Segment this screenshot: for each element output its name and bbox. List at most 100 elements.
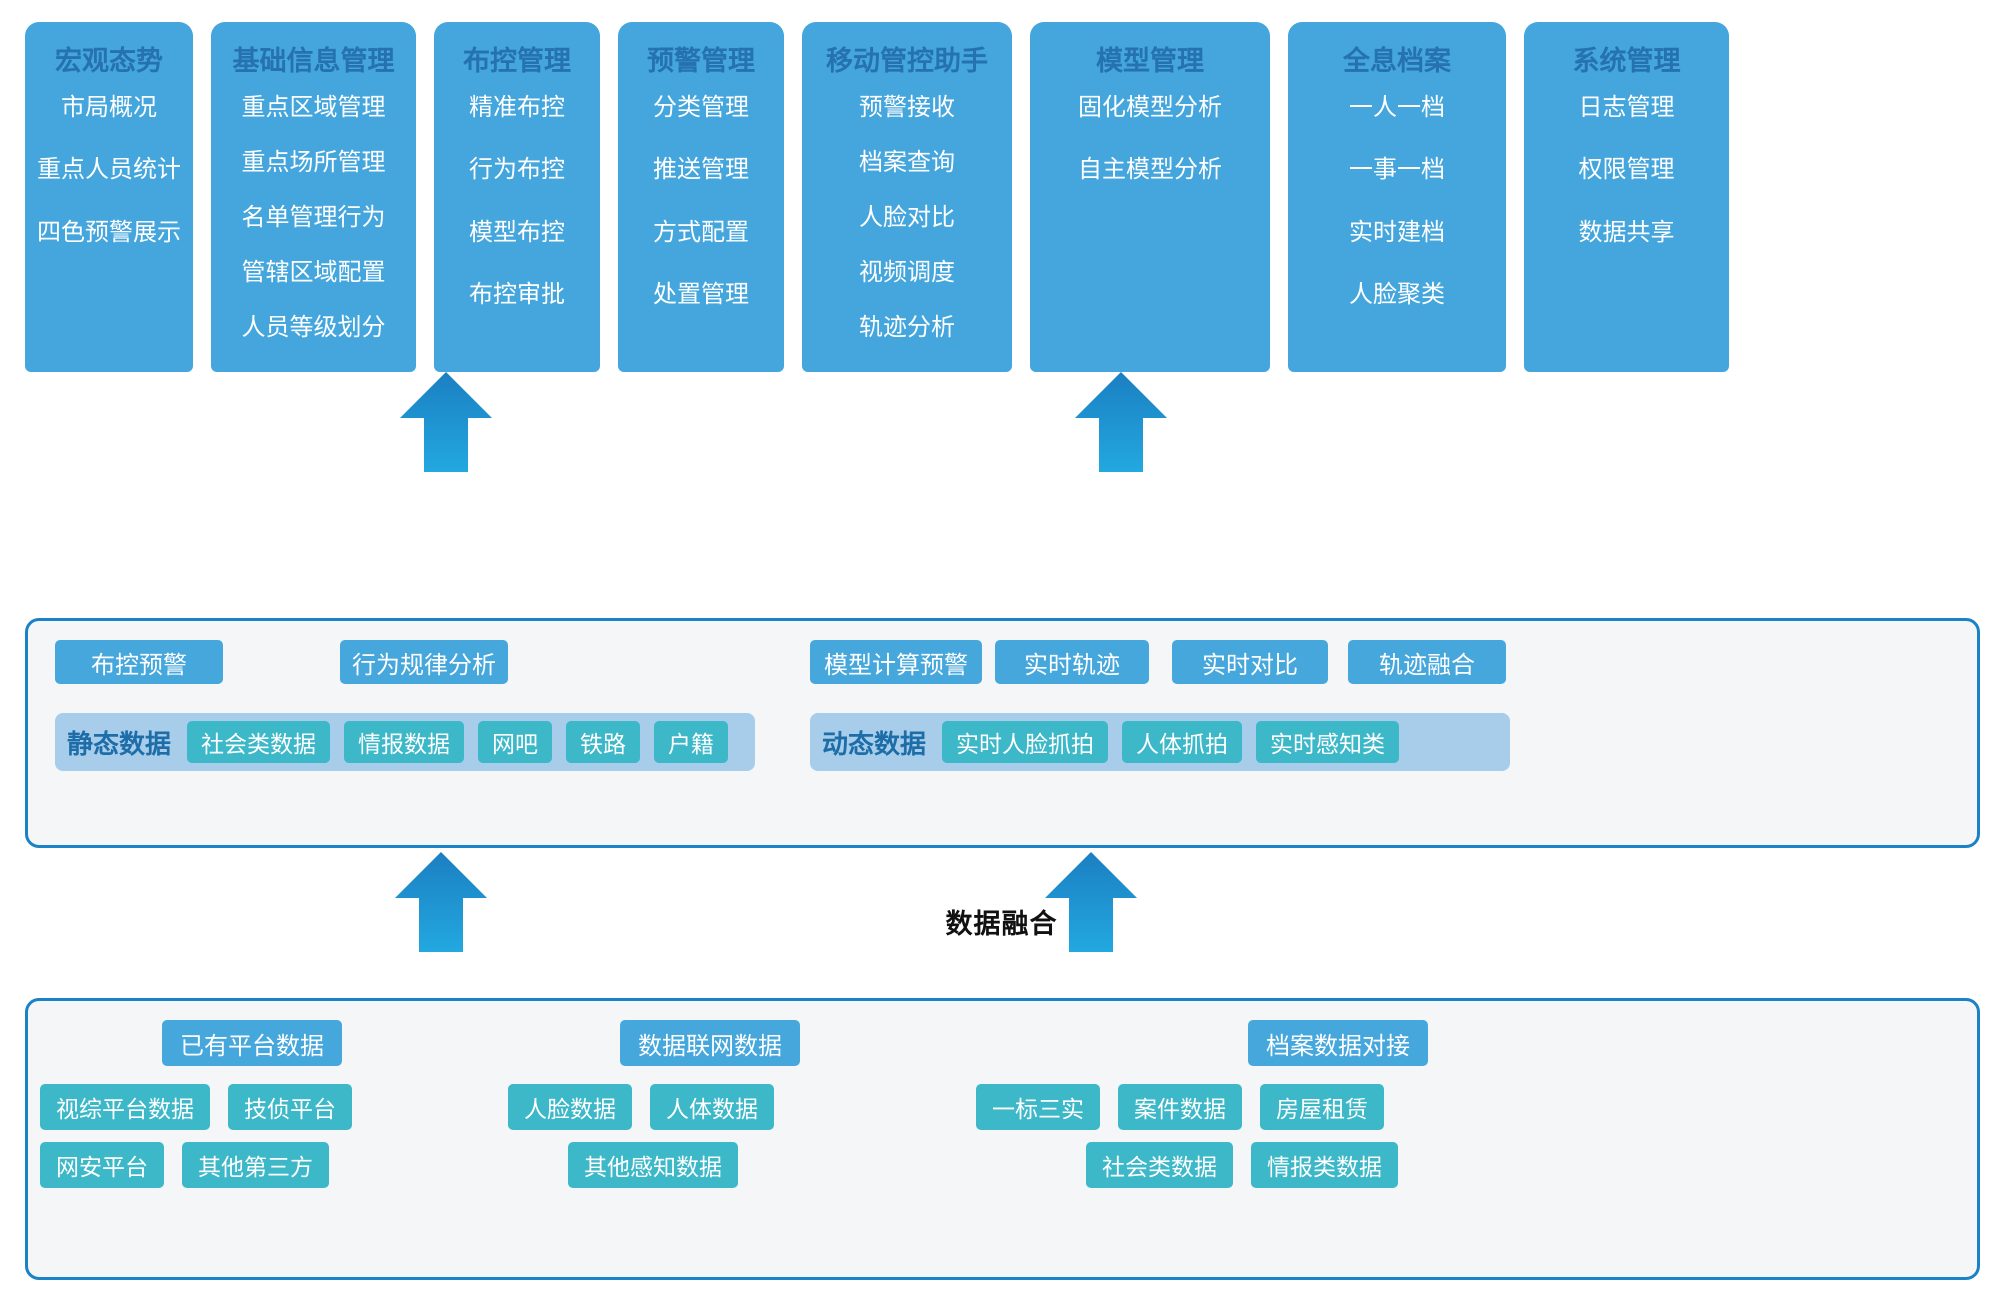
capability-pill[interactable]: 行为规律分析 [340,640,508,684]
source-chip[interactable]: 房屋租赁 [1260,1084,1384,1130]
arrow-to-deployment-icon [400,372,492,472]
module-item[interactable]: 市局概况 [61,94,157,122]
module-item[interactable]: 精准布控 [469,94,565,122]
networked-data: 数据联网数据人脸数据人体数据其他感知数据 [508,1020,800,1200]
archive-data-docking: 档案数据对接一标三实案件数据房屋租赁社会类数据情报类数据 [976,1020,1428,1200]
source-chip-row: 其他感知数据 [568,1142,800,1188]
static-data-group: 静态数据社会类数据情报数据网吧铁路户籍 [55,713,755,771]
module-item[interactable]: 重点区域管理 [241,94,386,122]
source-chip-row: 社会类数据情报类数据 [1086,1142,1428,1188]
capability-pill[interactable]: 实时对比 [1172,640,1328,684]
source-group-header[interactable]: 数据联网数据 [620,1020,800,1066]
source-chip[interactable]: 一标三实 [976,1084,1100,1130]
source-group-header[interactable]: 已有平台数据 [162,1020,342,1066]
module-item[interactable]: 一事一档 [1349,156,1445,184]
module-item[interactable]: 方式配置 [653,218,749,246]
data-type-chip[interactable]: 人体抓拍 [1122,721,1243,763]
module-item[interactable]: 实时建档 [1349,218,1445,246]
module-item[interactable]: 处置管理 [653,281,749,309]
module-item[interactable]: 自主模型分析 [1078,156,1222,184]
data-type-chip[interactable]: 户籍 [654,721,729,763]
module-item-list: 固化模型分析自主模型分析 [1036,81,1264,356]
source-chip-row: 一标三实案件数据房屋租赁 [976,1084,1428,1130]
source-chip-row: 人脸数据人体数据 [508,1084,800,1130]
data-type-chip[interactable]: 实时感知类 [1256,721,1400,763]
module-item[interactable]: 视频调度 [859,259,955,287]
module-title: 全息档案 [1343,46,1451,76]
module-title: 宏观态势 [55,46,163,76]
capability-pill[interactable]: 轨迹融合 [1348,640,1506,684]
module-card[interactable]: 模型管理固化模型分析自主模型分析 [1030,22,1270,372]
dynamic-data-group: 动态数据实时人脸抓拍人体抓拍实时感知类 [810,713,1510,771]
source-chip[interactable]: 网安平台 [40,1142,164,1188]
source-chip[interactable]: 情报类数据 [1251,1142,1398,1188]
module-item[interactable]: 布控审批 [469,281,565,309]
source-chip[interactable]: 人脸数据 [508,1084,632,1130]
source-chip[interactable]: 其他第三方 [182,1142,329,1188]
module-item[interactable]: 推送管理 [653,156,749,184]
source-chip-rows: 人脸数据人体数据其他感知数据 [508,1084,800,1188]
data-group-label: 静态数据 [67,728,172,759]
module-title: 系统管理 [1572,46,1681,76]
source-chip[interactable]: 其他感知数据 [568,1142,738,1188]
capability-pill[interactable]: 实时轨迹 [995,640,1149,684]
module-card[interactable]: 宏观态势市局概况重点人员统计四色预警展示 [25,22,193,372]
module-item[interactable]: 预警接收 [859,94,955,122]
module-item[interactable]: 四色预警展示 [37,218,181,246]
data-type-chip[interactable]: 铁路 [566,721,641,763]
module-item[interactable]: 名单管理行为 [241,204,386,232]
source-chip[interactable]: 人体数据 [650,1084,774,1130]
module-item[interactable]: 人脸聚类 [1349,281,1445,309]
module-item[interactable]: 档案查询 [859,149,955,177]
module-item[interactable]: 人脸对比 [859,204,955,232]
module-card-row: 宏观态势市局概况重点人员统计四色预警展示基础信息管理重点区域管理重点场所管理名单… [25,22,1980,377]
module-item[interactable]: 权限管理 [1578,156,1675,184]
source-chip[interactable]: 视综平台数据 [40,1084,210,1130]
data-fusion-label: 数据融合 [945,909,1058,939]
data-type-chip[interactable]: 网吧 [478,721,553,763]
module-title: 预警管理 [647,46,755,76]
source-chip[interactable]: 社会类数据 [1086,1142,1233,1188]
module-card[interactable]: 预警管理分类管理推送管理方式配置处置管理 [618,22,784,372]
module-item[interactable]: 轨迹分析 [859,314,955,342]
module-card[interactable]: 系统管理日志管理权限管理数据共享 [1524,22,1729,372]
module-item-list: 市局概况重点人员统计四色预警展示 [31,81,187,356]
module-item[interactable]: 模型布控 [469,218,565,246]
module-item-list: 预警接收档案查询人脸对比视频调度轨迹分析 [808,81,1006,356]
module-item[interactable]: 一人一档 [1349,94,1445,122]
module-card[interactable]: 基础信息管理重点区域管理重点场所管理名单管理行为管辖区域配置人员等级划分 [211,22,416,372]
module-card[interactable]: 布控管理精准布控行为布控模型布控布控审批 [434,22,600,372]
module-item[interactable]: 分类管理 [653,94,749,122]
module-item[interactable]: 重点人员统计 [37,156,181,184]
module-item[interactable]: 行为布控 [469,156,565,184]
source-group-header-wrap: 已有平台数据 [162,1020,352,1066]
module-item[interactable]: 数据共享 [1578,218,1675,246]
capability-pill[interactable]: 模型计算预警 [810,640,982,684]
module-item[interactable]: 日志管理 [1578,94,1675,122]
module-title: 移动管控助手 [826,46,988,76]
source-chip-rows: 视综平台数据技侦平台网安平台其他第三方 [40,1084,352,1188]
module-title: 基础信息管理 [232,46,395,76]
data-type-chip[interactable]: 社会类数据 [187,721,331,763]
module-item[interactable]: 管辖区域配置 [241,259,386,287]
module-item-list: 精准布控行为布控模型布控布控审批 [440,81,594,356]
data-type-chip[interactable]: 实时人脸抓拍 [942,721,1109,763]
source-group-header[interactable]: 档案数据对接 [1248,1020,1428,1066]
module-card[interactable]: 移动管控助手预警接收档案查询人脸对比视频调度轨迹分析 [802,22,1012,372]
data-group-label: 动态数据 [822,728,927,759]
module-item-list: 分类管理推送管理方式配置处置管理 [624,81,778,356]
module-item[interactable]: 固化模型分析 [1078,94,1222,122]
data-source-band [25,998,1980,1280]
data-type-chip[interactable]: 情报数据 [344,721,465,763]
source-chip[interactable]: 案件数据 [1118,1084,1242,1130]
capability-pill[interactable]: 布控预警 [55,640,223,684]
arrow-to-model-icon [1075,372,1167,472]
module-card[interactable]: 全息档案一人一档一事一档实时建档人脸聚类 [1288,22,1506,372]
existing-platform-data: 已有平台数据视综平台数据技侦平台网安平台其他第三方 [40,1020,352,1200]
module-item[interactable]: 重点场所管理 [241,149,386,177]
arrow-to-static-data-icon [395,852,487,952]
module-item-list: 重点区域管理重点场所管理名单管理行为管辖区域配置人员等级划分 [217,81,410,356]
source-chip[interactable]: 技侦平台 [228,1084,352,1130]
module-item[interactable]: 人员等级划分 [241,314,386,342]
